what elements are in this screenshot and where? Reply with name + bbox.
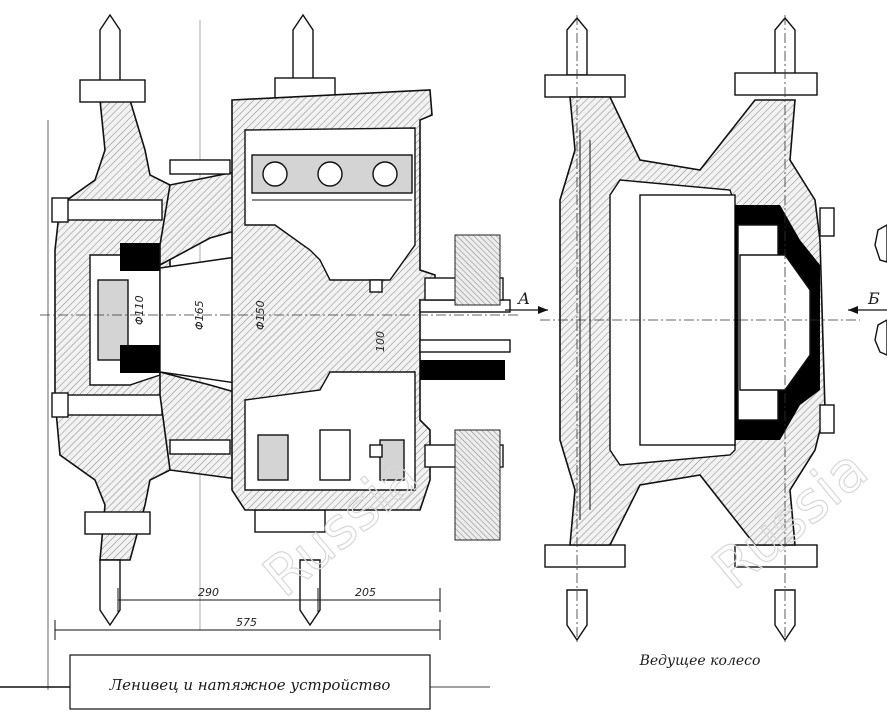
dim-d110: Φ110 [133,295,146,325]
sprocket-caption: Ведущее колесо [639,653,761,669]
svg-text:Б: Б [867,289,880,308]
arrow-b: Б [848,289,887,314]
dim-205: 205 [355,586,376,599]
arrow-a: А [505,289,548,314]
dim-575: 575 [236,616,257,629]
svg-text:А: А [517,289,530,308]
dim-d165: Φ165 [193,300,206,330]
tensioner-gear [251,154,413,201]
idler-wheel-drawing: Φ110 Φ165 Φ150 100 290 205 575 Ленивец и… [0,13,520,710]
dim-100: 100 [374,331,387,352]
dim-290: 290 [198,586,219,599]
drive-sprocket-drawing: А Б Ведущее колесо [505,15,887,669]
dim-d150: Φ150 [254,300,267,330]
caption-frame [69,654,431,710]
idler-caption: Ленивец и натяжное устройство [109,676,391,694]
